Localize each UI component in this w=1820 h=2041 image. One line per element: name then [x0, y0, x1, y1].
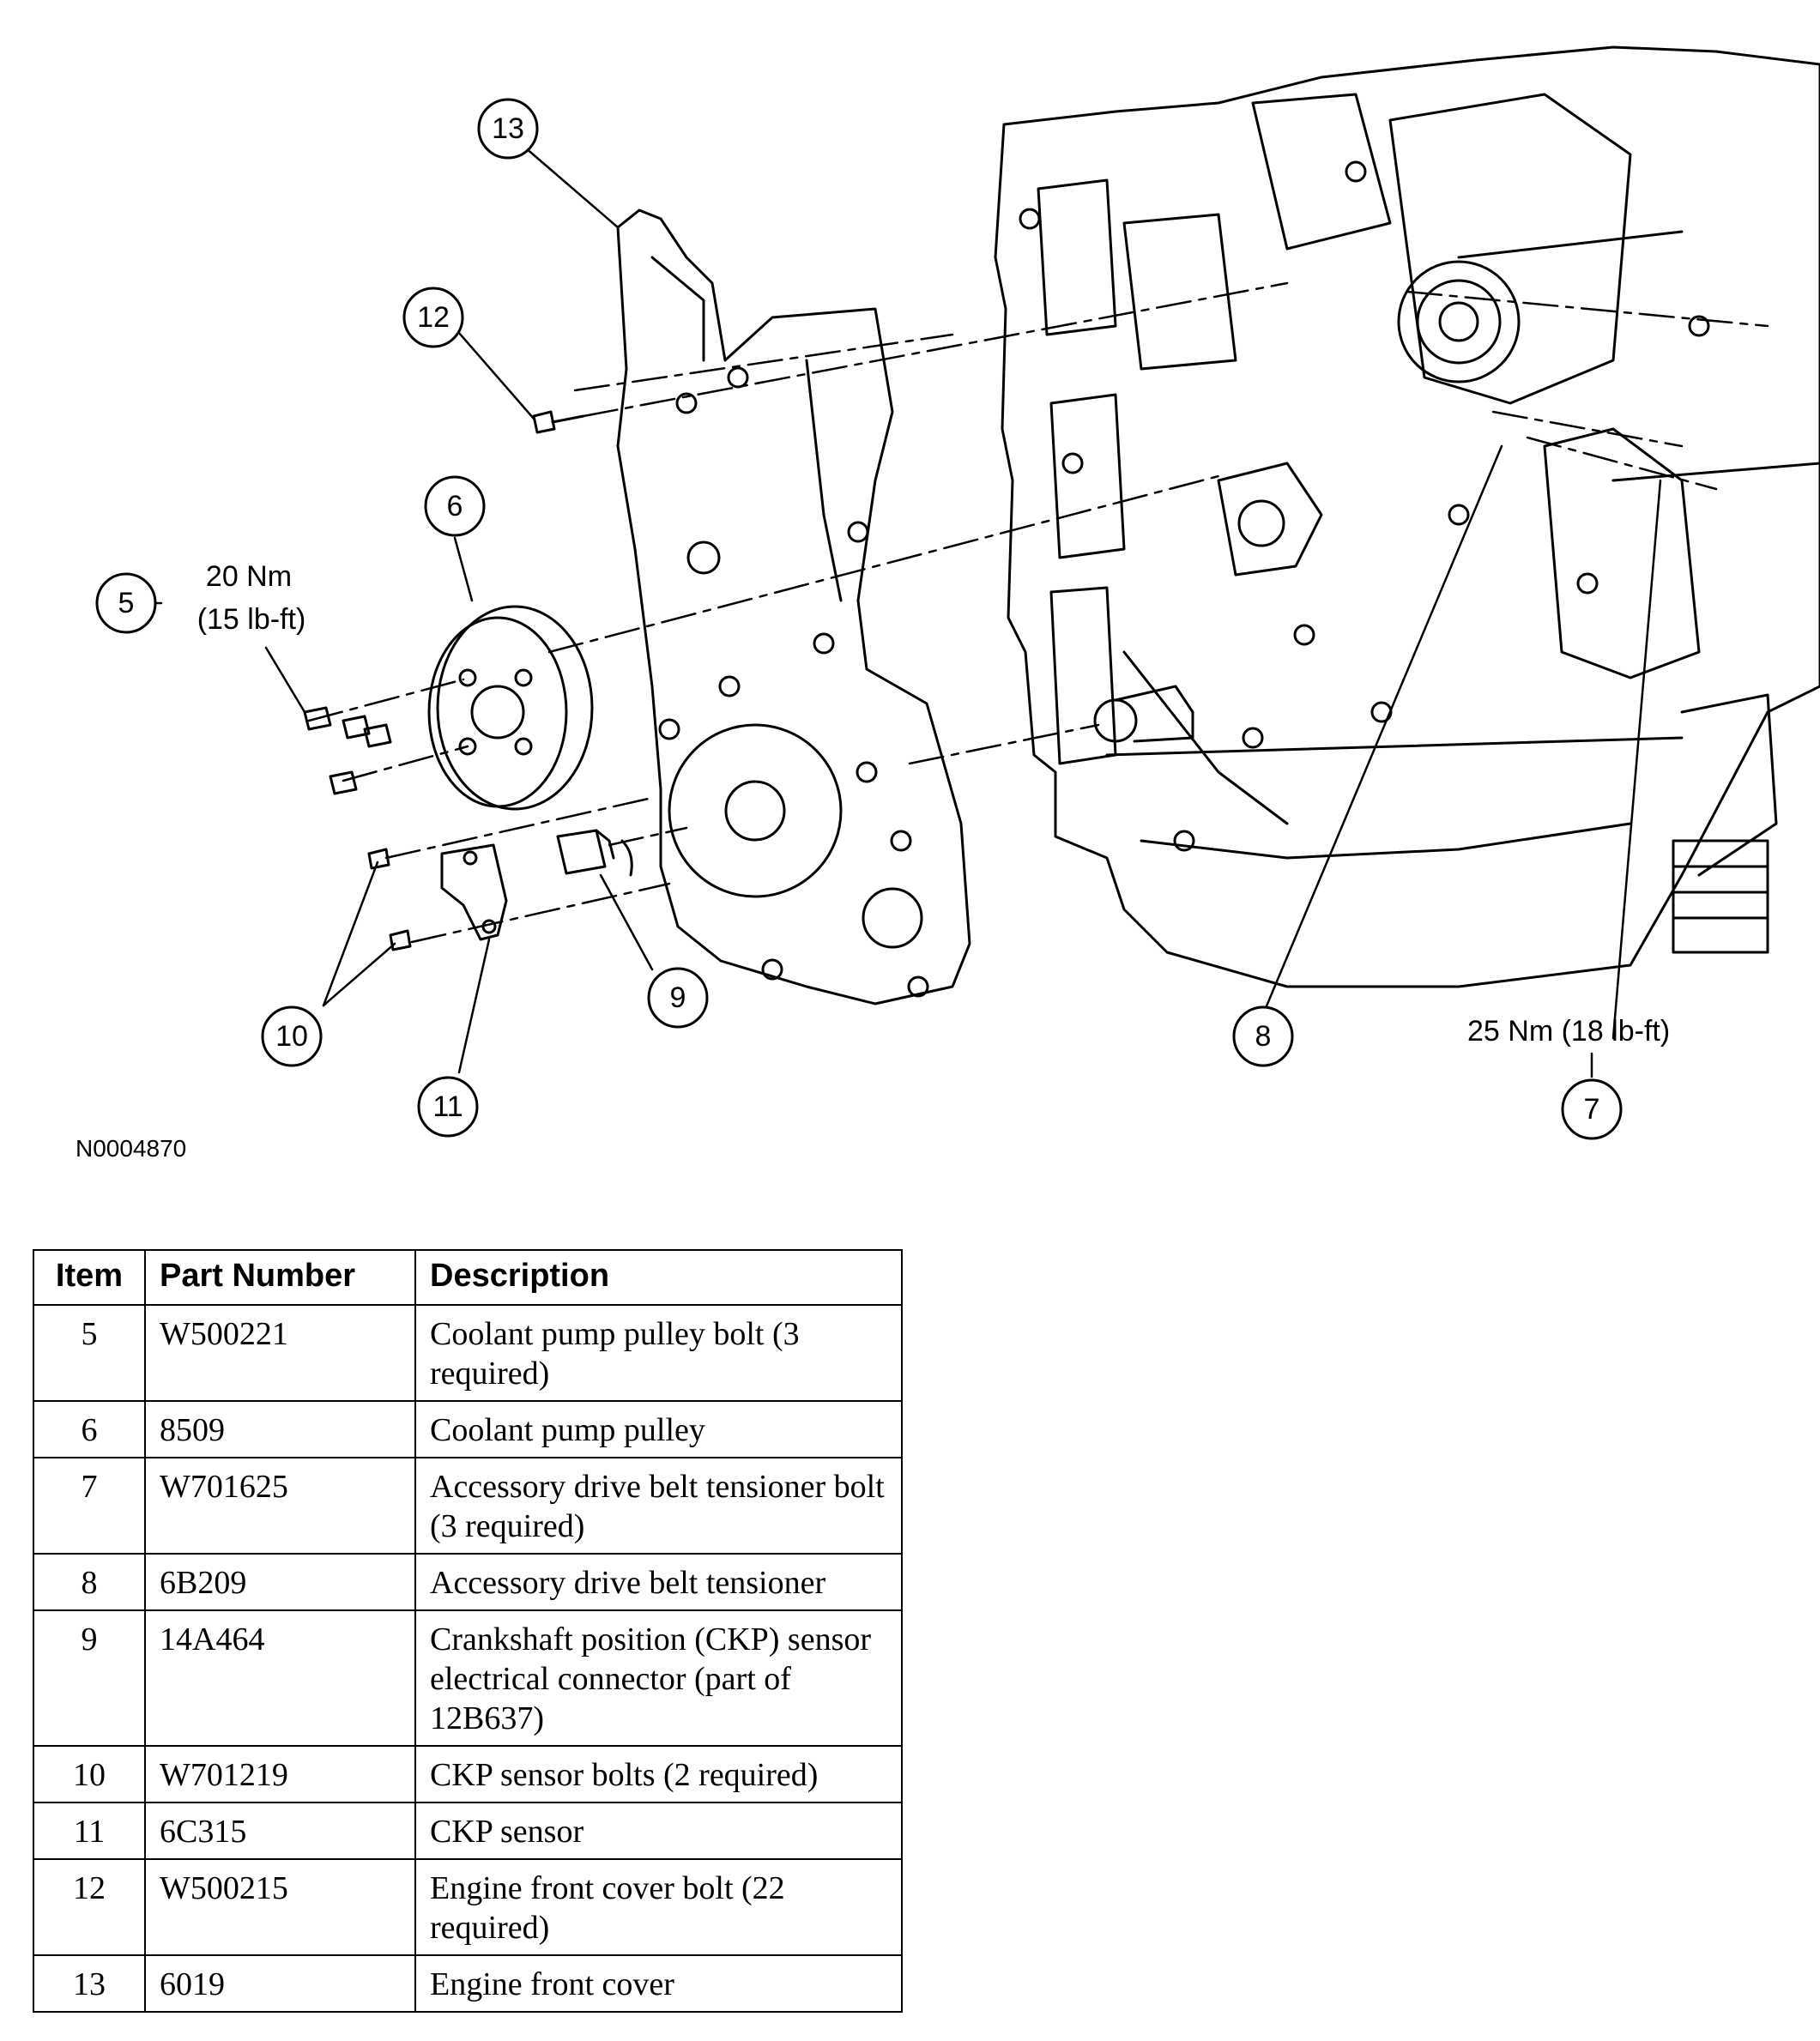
callout-6-label: 6 [447, 490, 463, 522]
cell-part-number: W701625 [144, 1457, 416, 1555]
callout-9-label: 9 [670, 981, 686, 1014]
figure-id: N0004870 [76, 1135, 187, 1162]
callout-11 [417, 1076, 479, 1138]
callout-5 [95, 572, 157, 634]
cell-item: 6 [33, 1400, 146, 1458]
cell-item: 10 [33, 1745, 146, 1803]
callout-8 [1232, 1005, 1294, 1067]
cell-item: 13 [33, 1954, 146, 2013]
callout-10-label: 10 [275, 1020, 308, 1053]
header-description: Description [414, 1249, 903, 1306]
cell-description: Engine front cover [414, 1954, 903, 2013]
cell-description: CKP sensor bolts (2 required) [414, 1745, 903, 1803]
cell-item: 7 [33, 1457, 146, 1555]
cell-part-number: 8509 [144, 1400, 416, 1458]
callout-6 [424, 475, 486, 537]
front-cover-bolt-illustration [532, 410, 585, 434]
cell-part-number: 6019 [144, 1954, 416, 2013]
table-row: 12 W500215 Engine front cover bolt (22 r… [33, 1858, 903, 1956]
pulley-bolts-illustration [303, 706, 392, 795]
callout-13 [477, 98, 539, 160]
table-row: 8 6B209 Accessory drive belt tensioner [33, 1553, 903, 1611]
ckp-sensor-illustration [440, 843, 508, 941]
cell-part-number: W701219 [144, 1745, 416, 1803]
callout-8-label: 8 [1255, 1020, 1272, 1053]
cell-description: Coolant pump pulley [414, 1400, 903, 1458]
table-header-row: Item Part Number Description [33, 1249, 903, 1306]
cell-item: 9 [33, 1609, 146, 1747]
table-row: 10 W701219 CKP sensor bolts (2 required) [33, 1745, 903, 1803]
alignment-lines [307, 281, 1769, 944]
cell-description: Crankshaft position (CKP) sensor electri… [414, 1609, 903, 1747]
callout-7 [1561, 1078, 1623, 1140]
cell-item: 12 [33, 1858, 146, 1956]
table-row: 5 W500221 Coolant pump pulley bolt (3 re… [33, 1304, 903, 1402]
callout-12-label: 12 [417, 301, 450, 334]
header-part-number: Part Number [144, 1249, 416, 1306]
cell-description: Accessory drive belt tensioner [414, 1553, 903, 1611]
torque-spec-item5-nm: 20 Nm [206, 560, 292, 593]
table-row: 6 8509 Coolant pump pulley [33, 1400, 903, 1458]
ckp-bolts-illustration [367, 848, 412, 951]
cell-part-number: W500215 [144, 1858, 416, 1956]
cell-description: Coolant pump pulley bolt (3 required) [414, 1304, 903, 1402]
callout-5-label: 5 [118, 587, 135, 619]
coolant-pump-pulley-illustration [427, 605, 594, 811]
cell-part-number: 14A464 [144, 1609, 416, 1747]
exploded-view-diagram: 13 12 6 5 9 10 11 8 7 20 Nm (15 lb-ft) 2… [95, 45, 1820, 1140]
cell-item: 5 [33, 1304, 146, 1402]
cell-description: Accessory drive belt tensioner bolt (3 r… [414, 1457, 903, 1555]
ckp-connector-illustration [556, 829, 633, 877]
cell-description: Engine front cover bolt (22 required) [414, 1858, 903, 1956]
callout-11-label: 11 [432, 1090, 463, 1123]
table-row: 7 W701625 Accessory drive belt tensioner… [33, 1457, 903, 1555]
torque-spec-item5-lbft: (15 lb-ft) [197, 603, 306, 636]
cell-part-number: 6C315 [144, 1802, 416, 1860]
table-row: 13 6019 Engine front cover [33, 1954, 903, 2013]
engine-block-illustration [994, 45, 1820, 988]
table-row: 9 14A464 Crankshaft position (CKP) senso… [33, 1609, 903, 1747]
engine-front-cover-illustration [616, 208, 971, 1005]
cell-item: 11 [33, 1802, 146, 1860]
cell-description: CKP sensor [414, 1802, 903, 1860]
parts-table: Item Part Number Description 5 W500221 C… [33, 1249, 903, 2013]
callout-9 [647, 967, 709, 1029]
cell-part-number: 6B209 [144, 1553, 416, 1611]
cell-part-number: W500221 [144, 1304, 416, 1402]
header-item: Item [33, 1249, 146, 1306]
torque-spec-item7: 25 Nm (18 lb-ft) [1467, 1015, 1670, 1048]
cell-item: 8 [33, 1553, 146, 1611]
callout-13-label: 13 [492, 112, 524, 145]
callout-12 [402, 287, 464, 348]
callout-10 [261, 1005, 323, 1067]
table-row: 11 6C315 CKP sensor [33, 1802, 903, 1860]
leader-lines [146, 146, 1662, 1078]
callout-7-label: 7 [1584, 1093, 1600, 1126]
